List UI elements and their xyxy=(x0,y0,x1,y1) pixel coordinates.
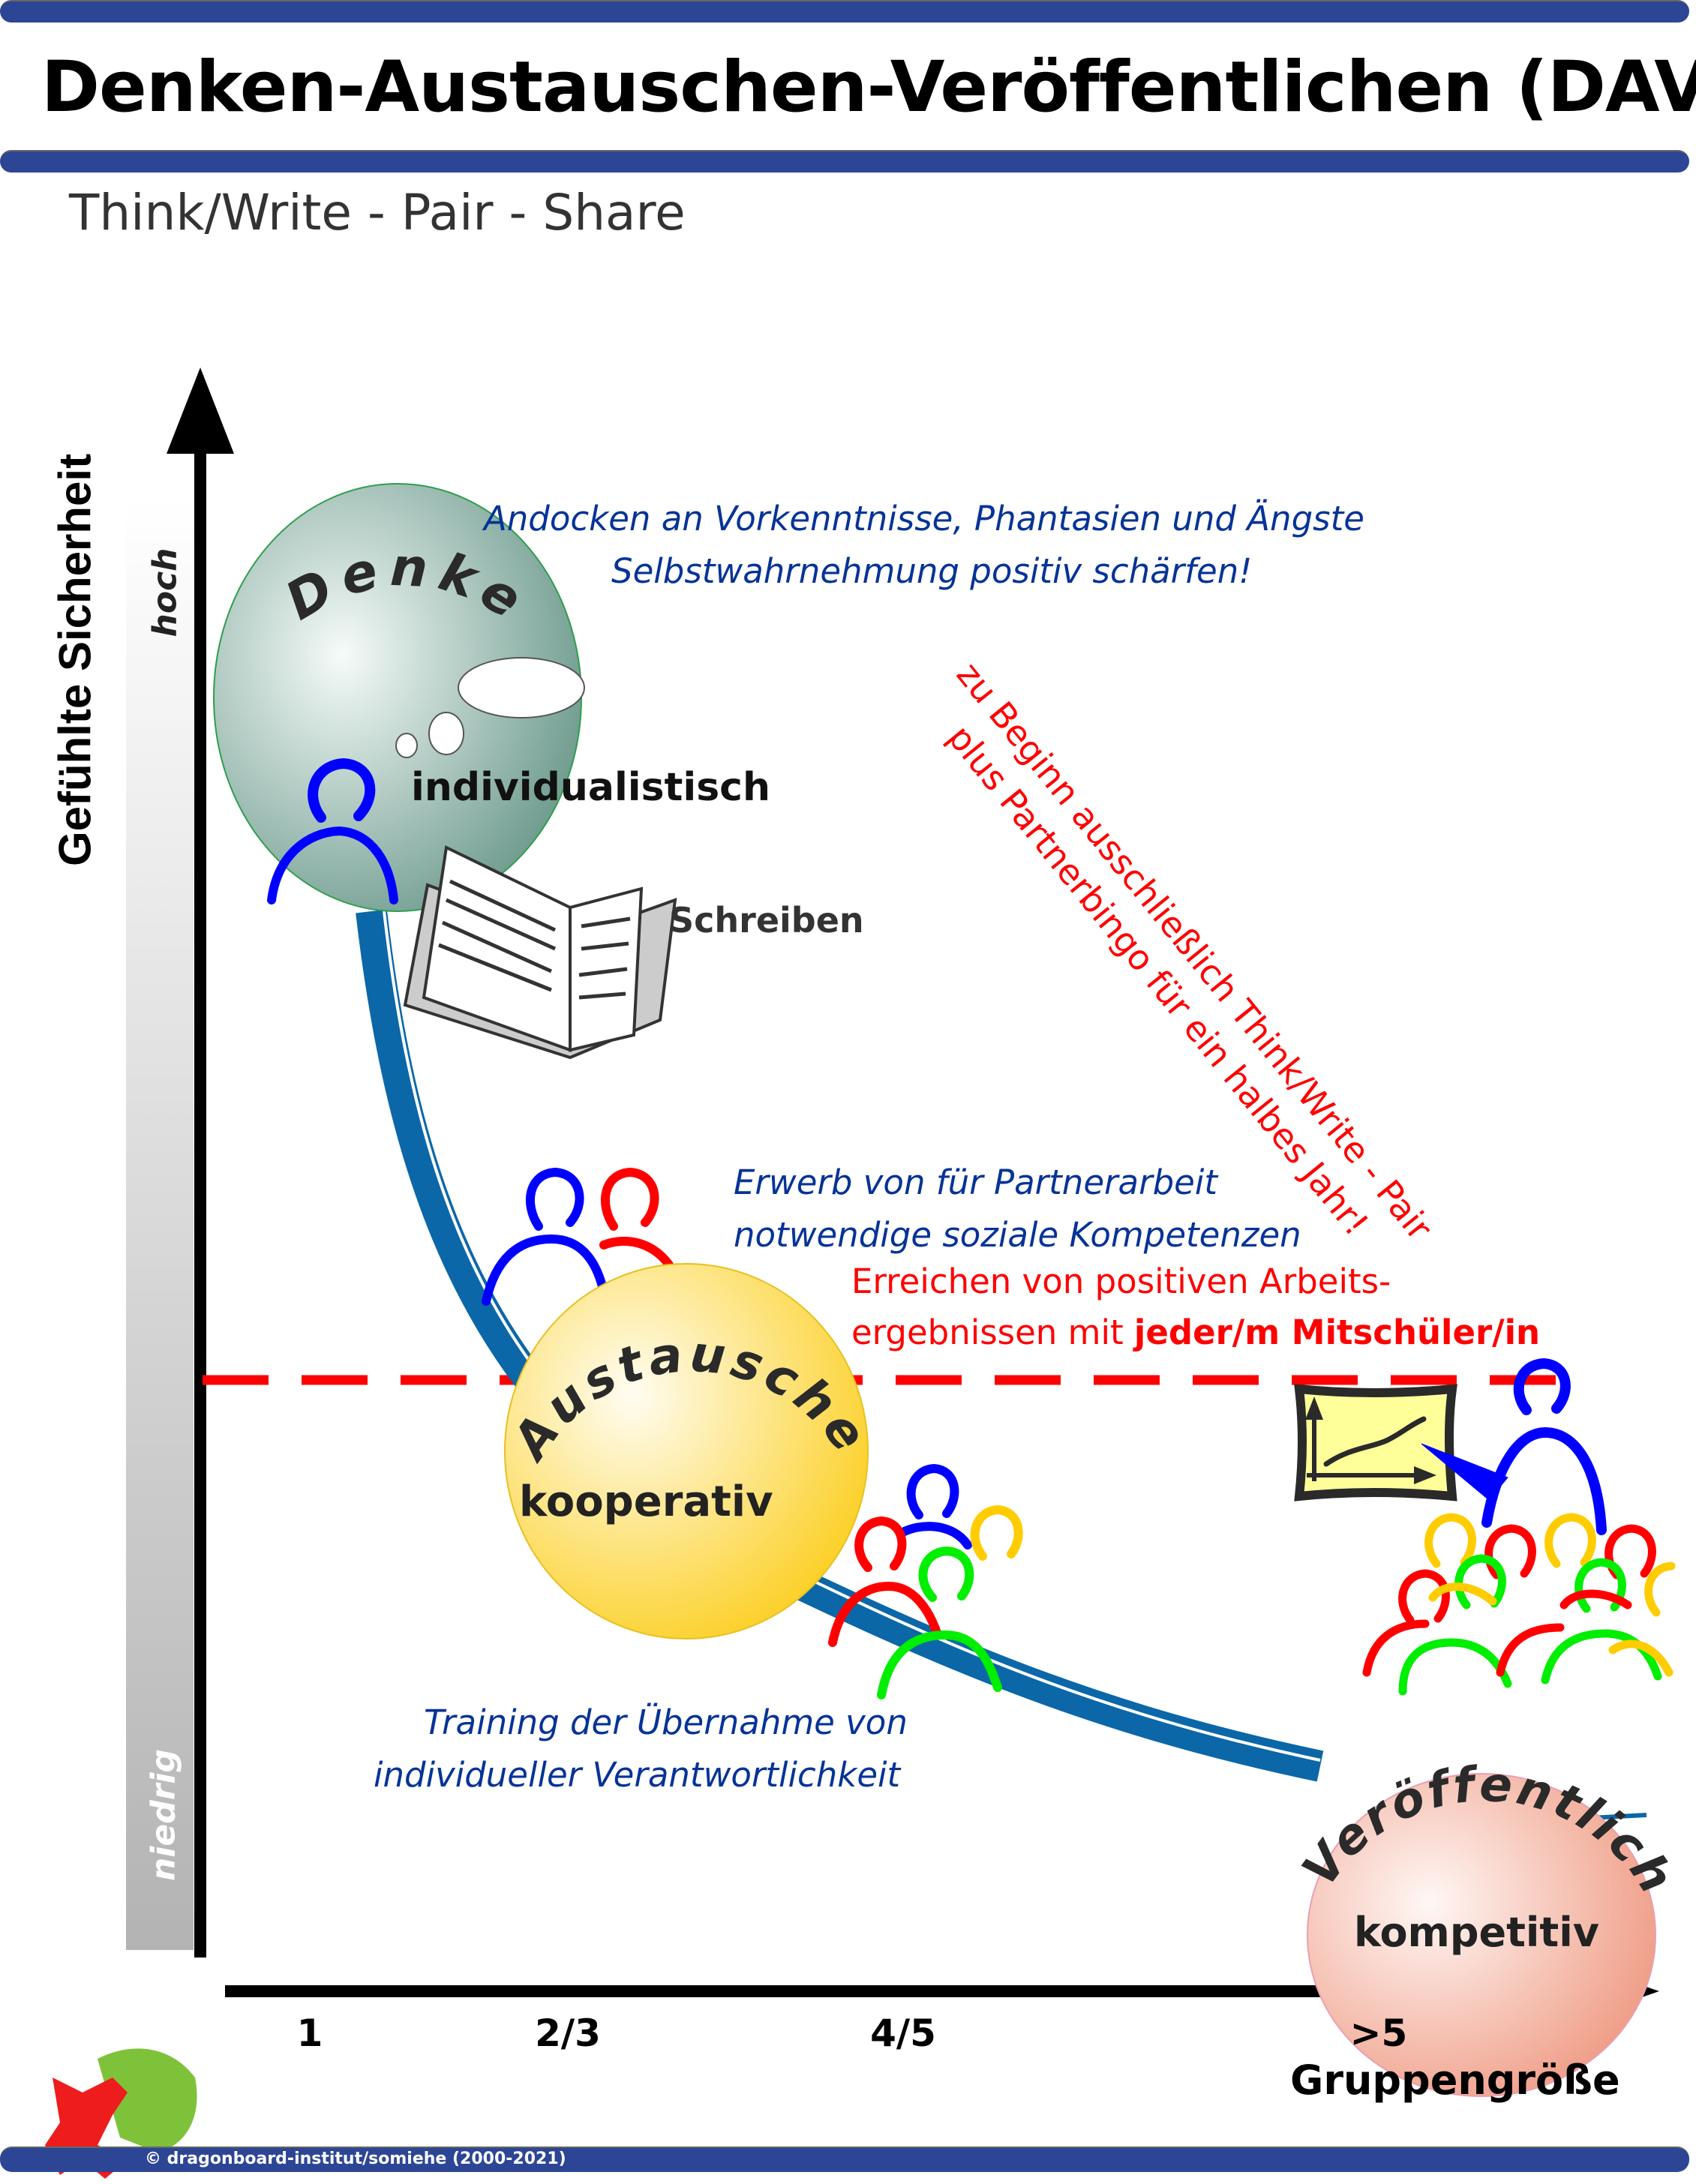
denken-mode-label: individualistisch xyxy=(411,765,771,810)
y-axis-label: Gefühlte Sicherheit xyxy=(50,453,101,867)
austauschen-mode-label: kooperativ xyxy=(519,1478,773,1526)
note-denken-line1: Andocken an Vorkenntnisse, Phantasien un… xyxy=(484,499,1364,538)
security-gradient-bar xyxy=(126,495,194,1950)
note-training-line1: Training der Übernahme von xyxy=(424,1702,908,1742)
note-partner-line2: notwendige soziale Kompetenzen xyxy=(734,1215,1301,1255)
y-axis-low-label: niedrig xyxy=(144,1748,183,1882)
page-title: Denken-Austauschen-Veröffentlichen (DAV) xyxy=(41,46,1696,128)
veroeffentlichen-mode-label: kompetitiv xyxy=(1354,1909,1599,1956)
chart-board-icon xyxy=(1294,1384,1457,1502)
y-axis-high-label: hoch xyxy=(146,548,185,638)
note-training-line2: individueller Verantwortlichkeit xyxy=(374,1755,901,1795)
footer-bar xyxy=(0,2146,1689,2172)
small-group-persons-icon xyxy=(828,1463,1023,1700)
x-tick-4-5: 4/5 xyxy=(870,2012,936,2055)
x-tick-1: 1 xyxy=(296,2012,323,2055)
thought-bubble-icon xyxy=(458,657,585,718)
pair-persons-icon xyxy=(482,1167,683,1324)
presenter-person-icon xyxy=(1421,1358,1607,1535)
page-subtitle: Think/Write - Pair - Share xyxy=(69,184,686,242)
open-book-icon xyxy=(403,845,677,1060)
schreiben-label: Schreiben xyxy=(669,900,864,940)
y-axis-arrowhead xyxy=(167,368,234,454)
x-tick-gt5: >5 xyxy=(1349,2012,1408,2055)
audience-crowd-icon xyxy=(1362,1513,1676,1696)
note-result-line2-plain: ergebnissen mit xyxy=(851,1312,1134,1352)
x-tick-2-3: 2/3 xyxy=(535,2012,601,2055)
note-denken-line2: Selbstwahrnehmung positiv schärfen! xyxy=(611,551,1253,591)
note-result-line2-bold: jeder/m Mitschüler/in xyxy=(1133,1312,1541,1352)
note-result-line2: ergebnissen mit jeder/m Mitschüler/in xyxy=(851,1312,1540,1352)
person-icon-thinker xyxy=(267,758,398,904)
footer-copyright: © dragonboard-institut/somiehe (2000-202… xyxy=(145,2150,566,2168)
top-banner-bar xyxy=(0,0,1689,22)
note-result-line1: Erreichen von positiven Arbeits- xyxy=(851,1262,1391,1301)
title-underline-bar xyxy=(0,150,1689,172)
x-axis-label: Gruppengröße xyxy=(1290,2056,1620,2104)
note-partner-line1: Erwerb von für Partnerarbeit xyxy=(734,1162,1217,1202)
